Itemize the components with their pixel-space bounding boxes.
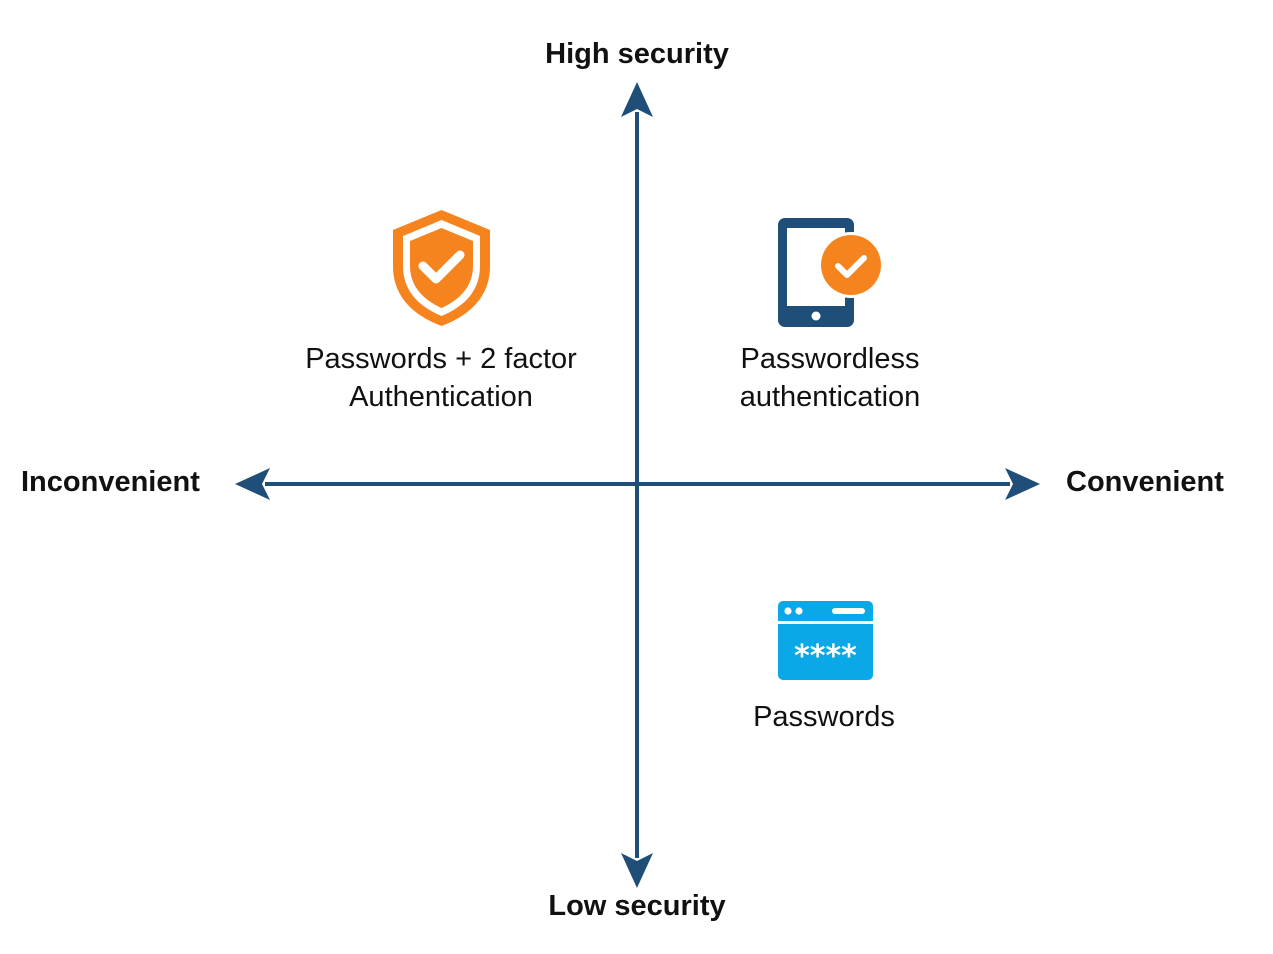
shield-check-icon	[393, 210, 490, 326]
label-passwordless-line2: authentication	[739, 381, 921, 413]
axis-label-high-security: High security	[545, 38, 729, 70]
password-field-icon: ****	[778, 601, 873, 680]
arrow-down-icon	[621, 853, 653, 888]
axis-label-low-security: Low security	[548, 890, 726, 922]
arrow-left-icon	[235, 468, 270, 500]
label-passwords-line1: Passwords	[753, 701, 895, 733]
label-passwordless-line1: Passwordless	[740, 343, 920, 375]
label-passwords: Passwords	[753, 698, 895, 736]
label-passwords-2fa: Passwords + 2 factor Authentication	[305, 340, 577, 416]
label-passwords-2fa-line2: Authentication	[349, 381, 533, 413]
phone-check-icon	[778, 218, 884, 327]
svg-text:****: ****	[794, 639, 857, 674]
label-passwordless: Passwordless authentication	[740, 340, 921, 416]
arrow-up-icon	[621, 82, 653, 117]
axis-label-inconvenient: Inconvenient	[21, 466, 200, 498]
axis-label-convenient: Convenient	[1066, 466, 1224, 498]
label-passwords-2fa-line1: Passwords + 2 factor	[305, 343, 577, 375]
arrow-right-icon	[1005, 468, 1040, 500]
